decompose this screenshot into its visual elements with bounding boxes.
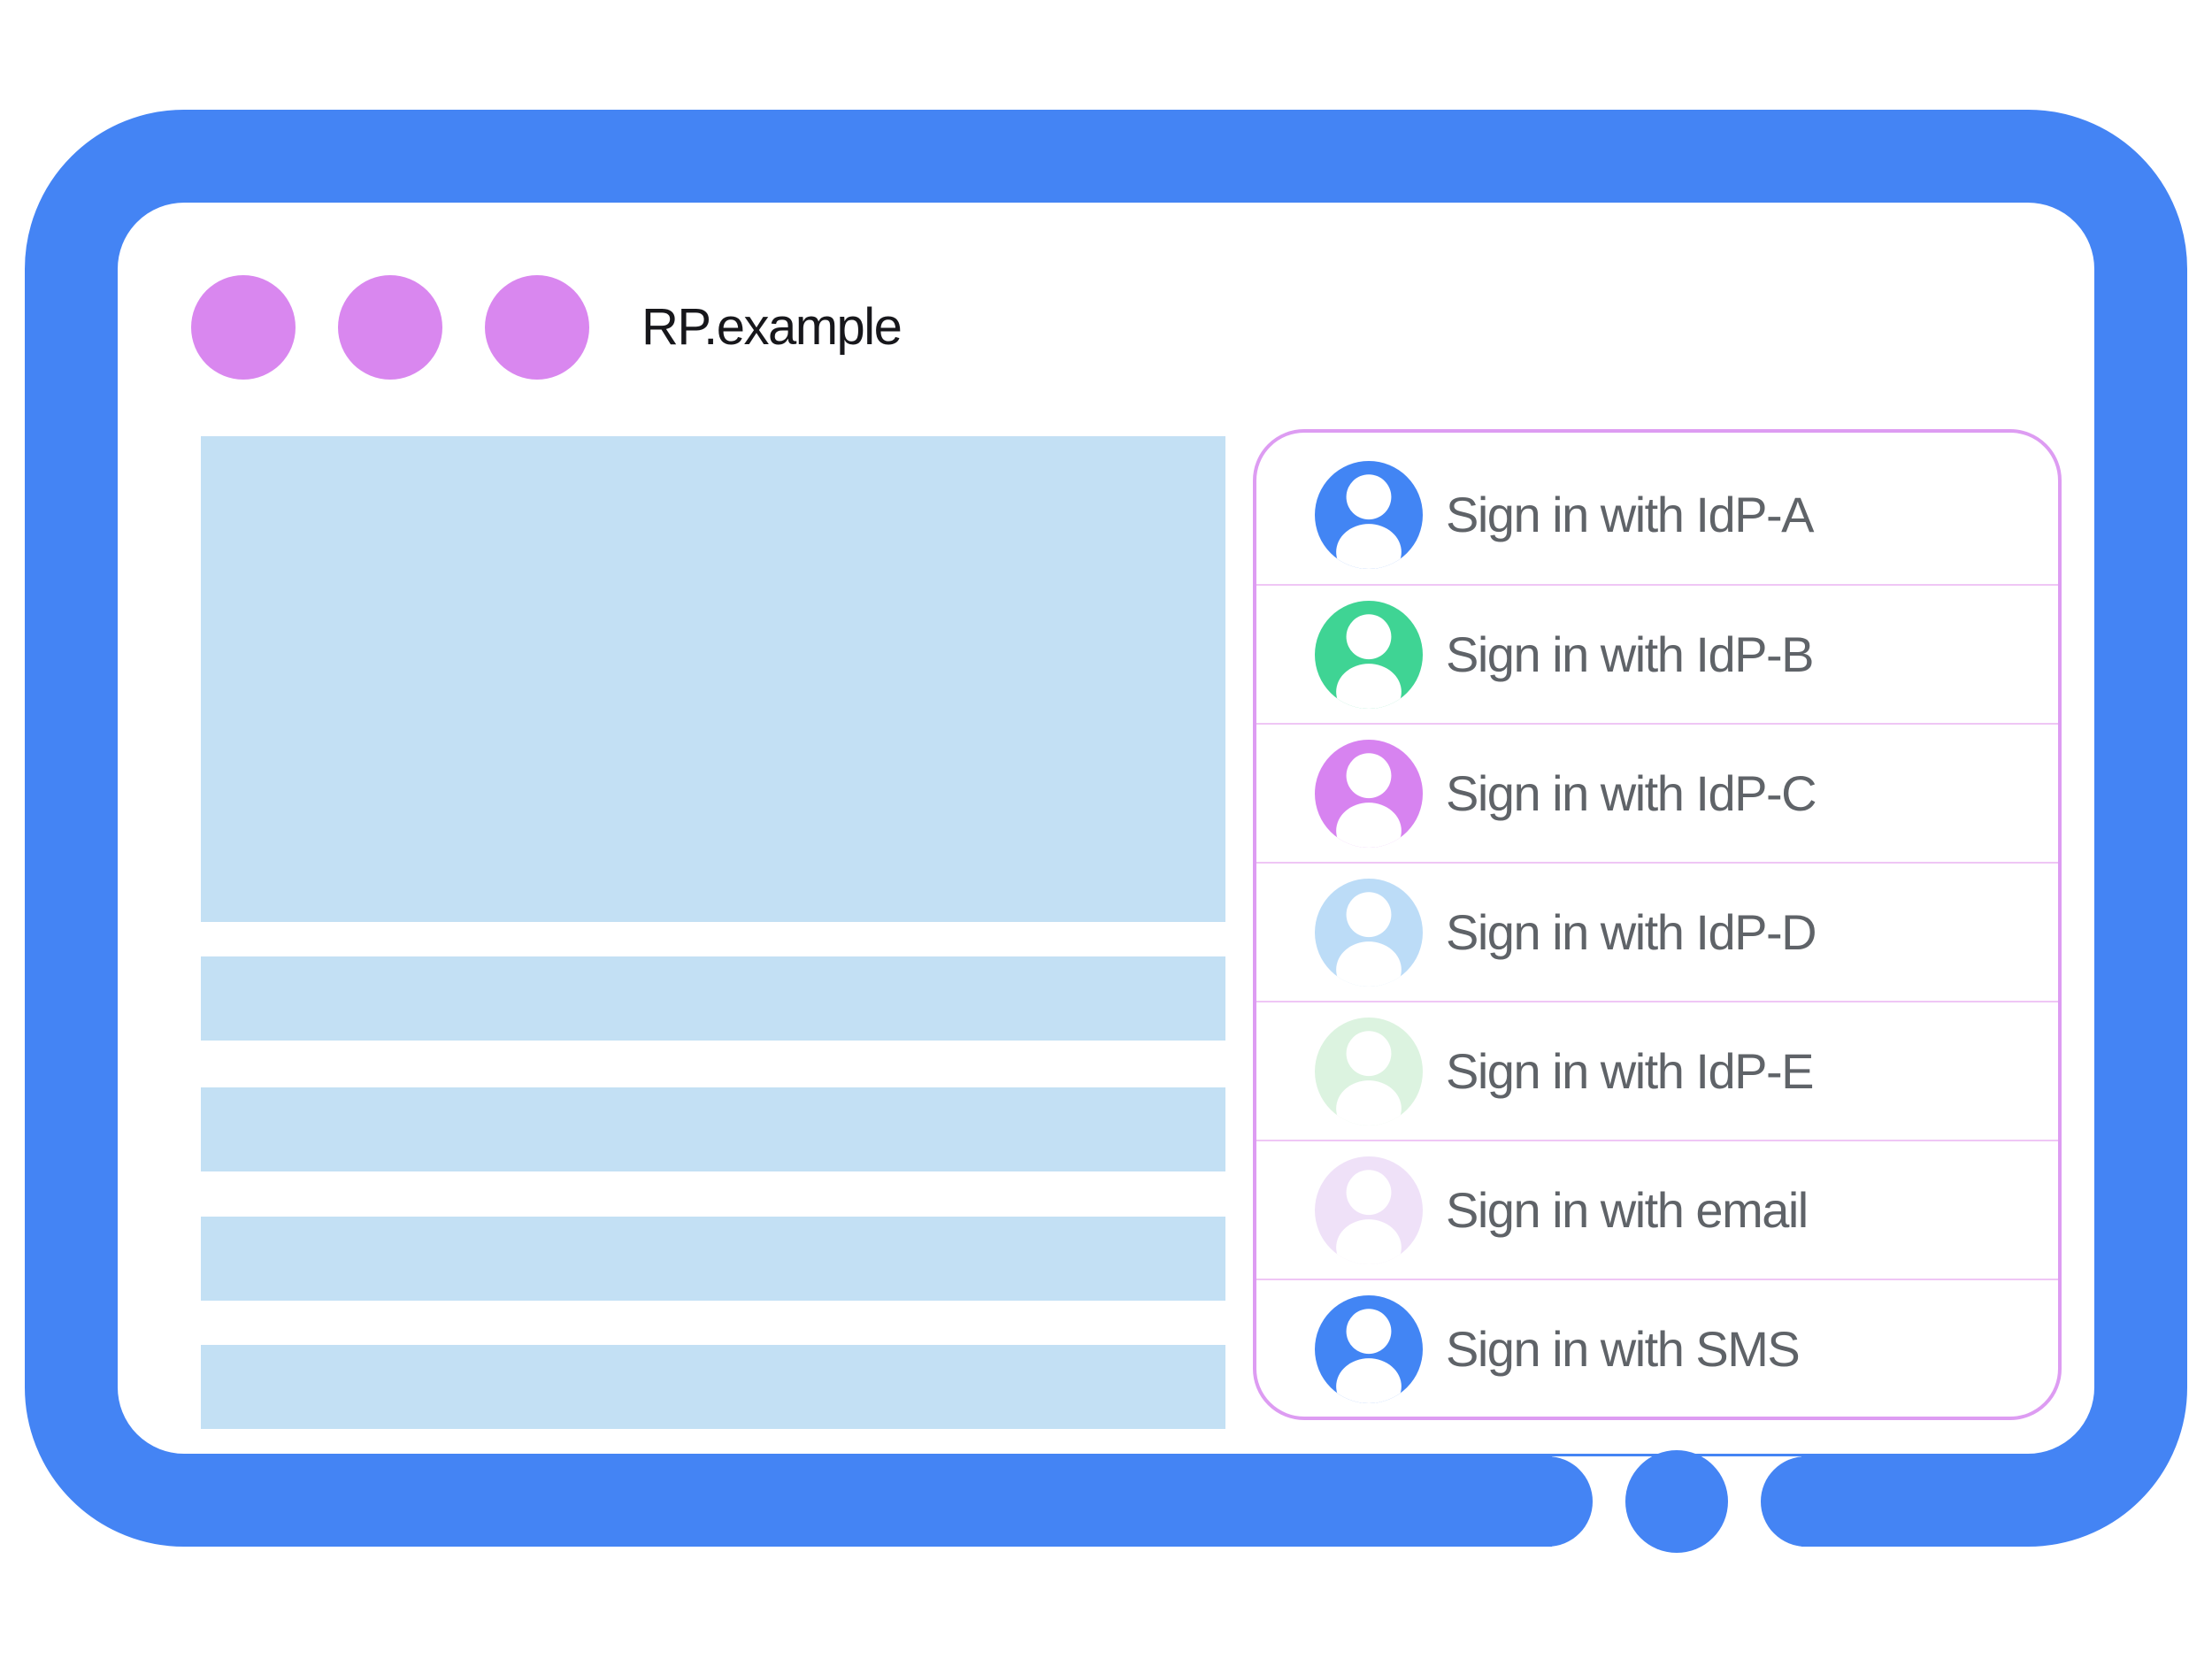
window-dot-icon — [338, 275, 442, 380]
person-avatar-icon — [1315, 1156, 1423, 1264]
content-line-placeholder — [201, 956, 1225, 1041]
person-avatar-icon — [1315, 739, 1423, 848]
person-avatar-icon — [1315, 878, 1423, 987]
signin-chooser-panel: Sign in with IdP-A Sign in with IdP-B Si… — [1253, 429, 2062, 1420]
signin-option-sms[interactable]: Sign in with SMS — [1256, 1279, 2058, 1417]
content-line-placeholder — [201, 1345, 1225, 1429]
signin-option-label: Sign in with IdP-E — [1446, 1043, 1814, 1099]
signin-option-label: Sign in with IdP-A — [1446, 487, 1814, 542]
page-title: RP.example — [641, 298, 902, 356]
person-avatar-icon — [1315, 460, 1423, 569]
person-avatar-icon — [1315, 1017, 1423, 1125]
signin-option-label: Sign in with IdP-B — [1446, 626, 1814, 682]
person-avatar-icon — [1315, 600, 1423, 709]
signin-option-label: Sign in with IdP-D — [1446, 904, 1817, 960]
person-avatar-icon — [1315, 1294, 1423, 1403]
signin-option-email[interactable]: Sign in with email — [1256, 1140, 2058, 1279]
signin-option-idp-b[interactable]: Sign in with IdP-B — [1256, 584, 2058, 723]
signin-option-idp-c[interactable]: Sign in with IdP-C — [1256, 723, 2058, 862]
content-line-placeholder — [201, 1217, 1225, 1301]
home-button-icon — [1625, 1450, 1728, 1553]
window-dot-icon — [191, 275, 296, 380]
signin-option-label: Sign in with email — [1446, 1182, 1809, 1238]
content-line-placeholder — [201, 1087, 1225, 1171]
content-hero-placeholder — [201, 436, 1225, 922]
window-dot-icon — [485, 275, 589, 380]
signin-option-idp-e[interactable]: Sign in with IdP-E — [1256, 1001, 2058, 1140]
signin-option-label: Sign in with IdP-C — [1446, 765, 1817, 821]
bezel-bar-end — [1504, 1456, 1593, 1547]
bezel-bar-end — [1761, 1456, 1849, 1547]
signin-option-idp-a[interactable]: Sign in with IdP-A — [1256, 445, 2058, 584]
signin-option-idp-d[interactable]: Sign in with IdP-D — [1256, 862, 2058, 1001]
window-controls — [191, 275, 589, 380]
signin-option-label: Sign in with SMS — [1446, 1321, 1801, 1377]
